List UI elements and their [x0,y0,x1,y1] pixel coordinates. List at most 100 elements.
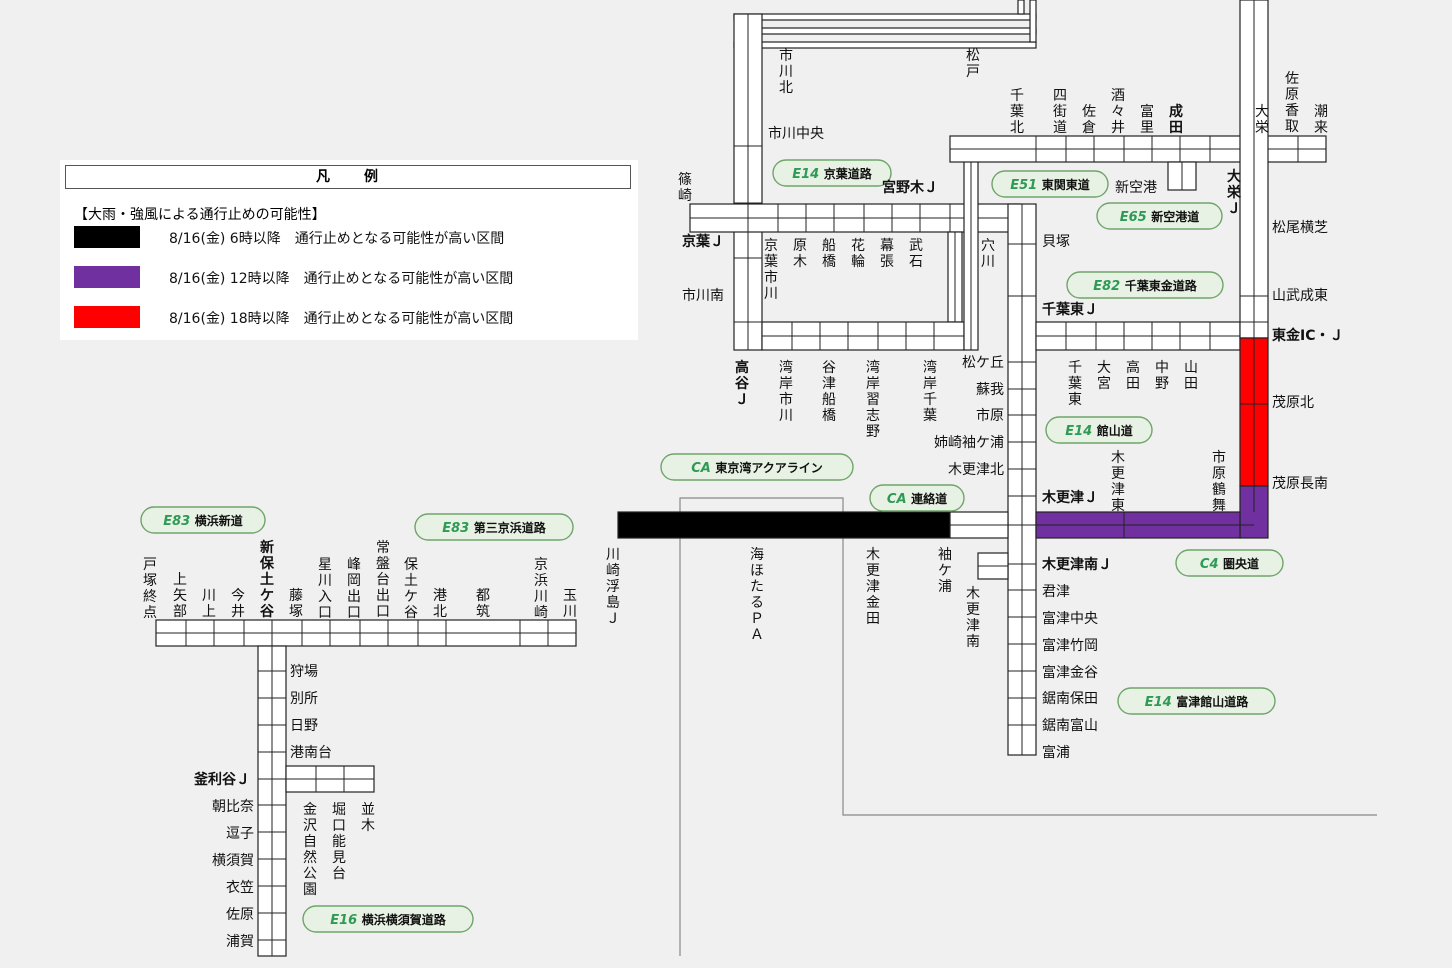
interchange-label: 市川南 [682,287,724,304]
interchange-label: 木更津北 [948,462,1004,478]
interchange-label: 朝比奈 [212,799,254,815]
interchange-label: 山武成東 [1272,288,1328,304]
interchange-label-vertical: 大宮 [1097,360,1111,392]
route-code: CA [691,461,715,476]
legend-item-purple: 8/16(金) 12時以降 通行止めとなる可能性が高い区間 [74,266,634,290]
interchange-label-vertical: 佐原香取 [1285,71,1299,135]
interchange-label: 浦賀 [226,934,254,950]
route-code: CA [887,492,911,507]
interchange-label: 狩場 [290,664,318,680]
route-name: 新空港道 [1151,209,1199,224]
interchange-label: 木更津南Ｊ [1041,556,1112,573]
bay-area-outline [679,497,1377,956]
route-code: E51 [1010,178,1042,193]
route-badge-text: E14 館山道 [1065,423,1133,439]
interchange-label: 富津竹岡 [1042,637,1098,654]
route-badge-bg [1045,416,1153,444]
interchange-label-vertical: 市川北 [779,47,793,96]
route-name: 第三京浜道路 [474,520,547,535]
interchange-label-vertical: 玉川 [563,588,577,620]
interchange-label-vertical: 船橋 [822,238,836,270]
interchange-label: 千葉東Ｊ [1042,301,1098,318]
interchange-label-vertical: 今井 [231,588,245,620]
interchange-label-vertical: 堀口能見台 [332,802,346,882]
interchange-label: 茂原北 [1272,394,1314,411]
interchange-label-vertical: 星川入口 [318,557,332,621]
interchange-label-vertical: 千葉北 [1010,88,1024,136]
route-badge: CA 連絡道 [869,484,965,512]
route-code: E83 [442,521,474,536]
route-badge-bg [414,513,574,541]
route-code: E14 [1145,695,1177,710]
legend-item-label: 8/16(金) 6時以降 通行止めとなる可能性が高い区間 [169,231,505,247]
route-badge-bg [991,170,1109,198]
interchange-label: 東金IC・Ｊ [1272,327,1343,344]
legend-panel: 凡 例 【大雨・強風による通行止めの可能性】 8/16(金) 6時以降 通行止め… [60,160,638,340]
interchange-label: 富浦 [1042,744,1070,761]
interchange-label: 鋸南保田 [1042,691,1098,707]
legend-subtitle: 【大雨・強風による通行止めの可能性】 [74,207,326,223]
route-badge-text: E83 横浜新道 [163,513,243,529]
interchange-label: 横須賀 [212,853,254,869]
route-name: 連絡道 [911,491,947,506]
interchange-label: 鋸南富山 [1042,717,1098,734]
interchange-label-vertical: 成田 [1169,103,1183,136]
interchange-label-vertical: 川崎浮島Ｊ [606,547,620,627]
route-name: 東関東道 [1042,177,1090,192]
route-badge: C4 圏央道 [1175,549,1284,577]
route-name: 富津館山道路 [1176,694,1249,709]
route-name: 横浜新道 [195,513,243,528]
interchange-label-vertical: 幕張 [880,238,894,270]
route-badge-bg [1175,549,1284,577]
road-segments [155,0,1327,957]
route-badge: CA 東京湾アクアライン [660,453,854,481]
interchange-label-vertical: 穴川 [981,238,995,270]
legend-item-label: 8/16(金) 12時以降 通行止めとなる可能性が高い区間 [169,271,514,287]
interchange-label: 宮野木Ｊ [882,179,938,196]
route-badge-bg [660,453,854,481]
interchange-label: 市川中央 [768,125,824,142]
legend-swatch [74,226,140,248]
route-code: E16 [330,913,362,928]
route-badge-text: E65 新空港道 [1120,209,1200,225]
interchange-label: 日野 [290,718,318,734]
interchange-label: 逗子 [226,826,254,842]
interchange-label-vertical: 中野 [1155,360,1169,392]
route-code: E65 [1120,210,1152,225]
interchange-label-vertical: 高谷Ｊ [735,359,750,408]
interchange-label: 姉崎袖ケ浦 [934,435,1004,451]
interchange-label-vertical: 京葉市川 [764,238,778,302]
route-badge-text: E83 第三京浜道路 [442,520,547,536]
route-badge-bg [869,484,965,512]
interchange-label-vertical: 花輪 [851,238,865,270]
route-badge-text: E14 富津館山道路 [1145,694,1250,710]
interchange-label-vertical: 湾岸千葉 [923,359,937,424]
interchange-label: 茂原長南 [1272,475,1328,492]
route-name: 圏央道 [1223,556,1259,571]
interchange-label-vertical: 大栄 [1255,104,1269,136]
route-badge: E65 新空港道 [1096,202,1223,230]
route-badge: E51 東関東道 [991,170,1109,198]
interchange-label-vertical: 川上 [202,588,216,620]
interchange-label-vertical: 湾岸習志野 [866,359,880,440]
interchange-label: 君津 [1042,584,1070,600]
route-badge-bg [1096,202,1223,230]
route-code: C4 [1200,557,1223,572]
top-route-1 [733,13,1037,21]
interchange-label-vertical: 藤塚 [289,588,303,620]
route-badge-bg [302,905,474,933]
route-badge: E14 富津館山道路 [1117,687,1276,715]
interchange-label-vertical: 四街道 [1053,88,1067,136]
interchange-label-vertical: 海ほたるＰＡ [750,547,764,643]
route-badge-bg [1117,687,1276,715]
route-badge-text: E82 千葉東金道路 [1093,278,1198,294]
legend-title: 凡 例 [65,165,631,189]
interchange-label-vertical: 酒々井 [1111,88,1125,136]
interchange-label: 松ケ丘 [962,355,1004,371]
route-code: E14 [792,167,824,182]
interchange-label-vertical: 戸塚終点 [143,557,157,621]
interchange-label-vertical: 高田 [1126,359,1140,392]
route-badge-text: CA 東京湾アクアライン [691,460,823,476]
interchange-label: 市原 [976,407,1004,424]
